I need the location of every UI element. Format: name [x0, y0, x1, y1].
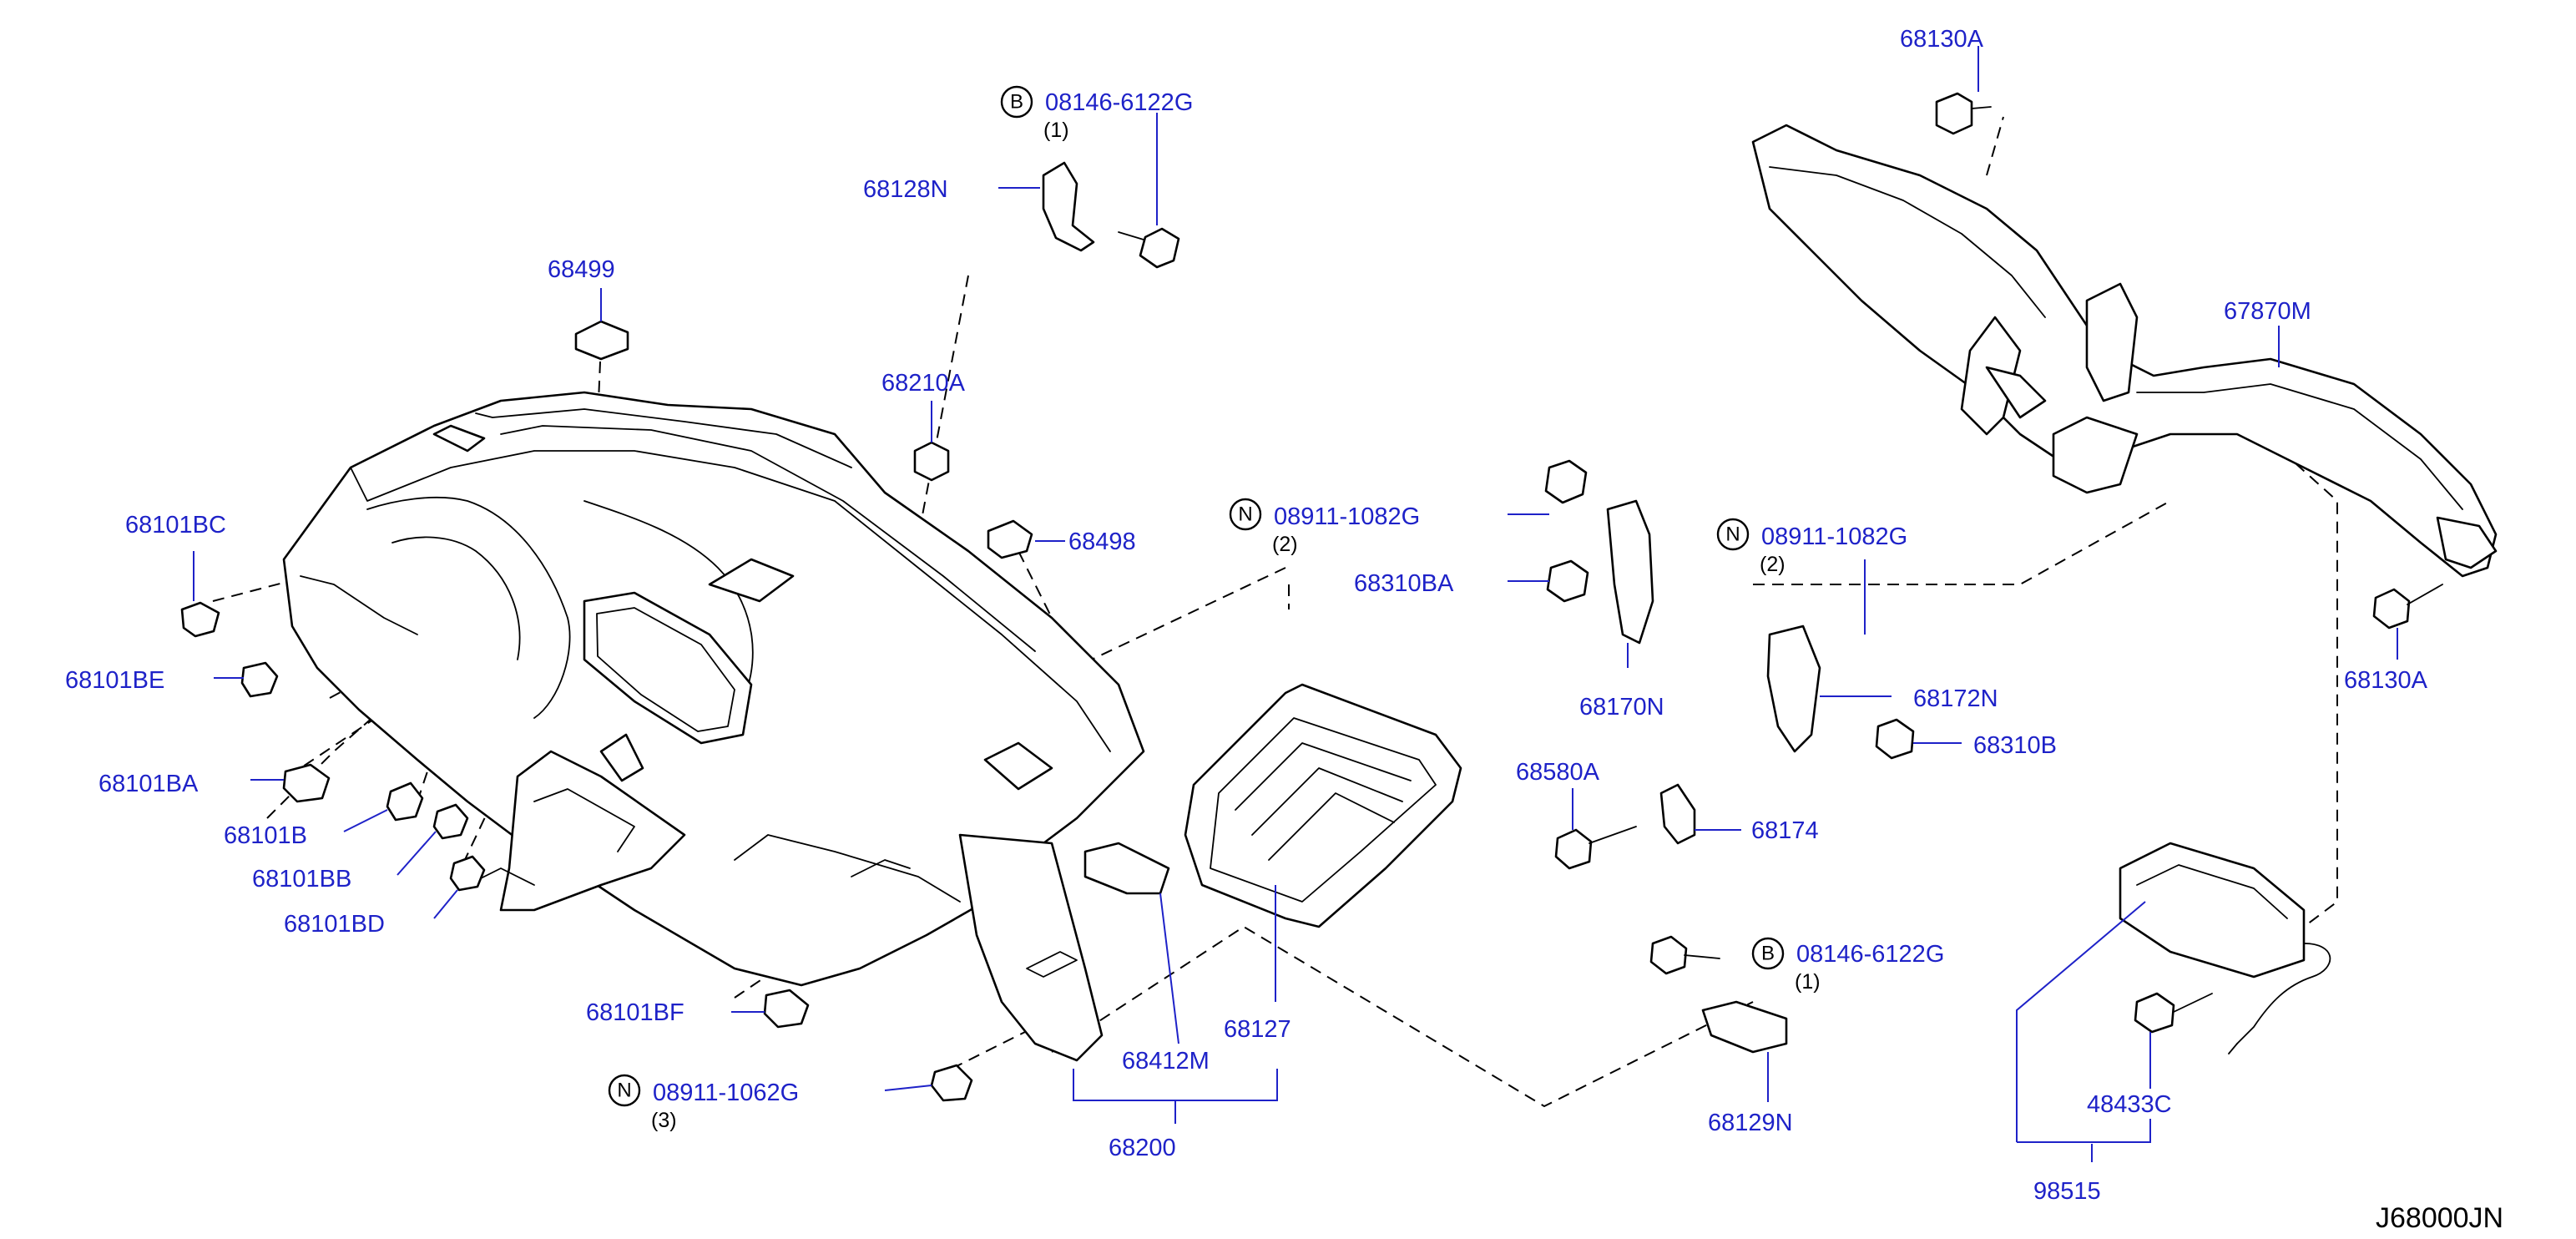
label-68310b: 68310B	[1973, 732, 2057, 759]
qty-08911-1082g-b: (2)	[1760, 553, 1786, 576]
bracket-68129n	[1701, 1000, 1788, 1054]
nut-symbol-c: N	[608, 1074, 641, 1107]
label-68499: 68499	[548, 256, 615, 283]
label-08146-6122g-bottom: 08146-6122G	[1796, 941, 1944, 968]
bracket-68172n	[1766, 625, 1821, 753]
label-68101bd: 68101BD	[284, 911, 385, 938]
label-68130a-top: 68130A	[1900, 26, 1984, 53]
label-68101b: 68101B	[224, 822, 307, 849]
label-68127: 68127	[1224, 1016, 1291, 1043]
nut-symbol-b: N	[1716, 518, 1750, 551]
bolt-48433c	[2134, 992, 2213, 1034]
label-67870m: 67870M	[2224, 298, 2311, 325]
svg-text:N: N	[617, 1080, 631, 1102]
label-68210a: 68210A	[881, 370, 966, 397]
clip-68101bf	[763, 989, 810, 1029]
part-labels: 68130A 08146-6122G (1) 68128N 68499 6821…	[65, 26, 2428, 1205]
bracket-68174	[1659, 783, 1696, 845]
svg-text:B: B	[1761, 943, 1775, 965]
leader-lines	[193, 46, 2398, 1162]
nut-08911-1062g	[930, 1064, 973, 1102]
label-08911-1082g-b: 08911-1082G	[1761, 523, 1907, 550]
label-68101bf: 68101BF	[586, 999, 684, 1026]
svg-text:N: N	[1238, 503, 1252, 526]
nut-symbol-a: N	[1229, 498, 1262, 531]
label-68128n: 68128N	[863, 176, 948, 203]
bracket-68412m	[1083, 842, 1170, 895]
label-68129n: 68129N	[1708, 1110, 1793, 1136]
clip-68210a	[913, 441, 950, 482]
label-98515: 98515	[2033, 1178, 2101, 1205]
clip-68498	[987, 519, 1033, 559]
nut-68310ba	[1546, 559, 1589, 603]
label-68101bb: 68101BB	[252, 866, 351, 893]
label-68172n: 68172N	[1913, 685, 1998, 712]
bracket-68128n	[1042, 161, 1095, 252]
label-68170n: 68170N	[1579, 694, 1664, 721]
bolt-symbol-bottom: B	[1751, 937, 1785, 970]
label-68580a: 68580A	[1516, 759, 1600, 786]
label-68412m: 68412M	[1122, 1048, 1210, 1075]
qty-08146-6122g-bottom: (1)	[1795, 970, 1821, 994]
symbol-circles: B N N N B	[608, 85, 1785, 1107]
label-68101ba: 68101BA	[98, 771, 199, 797]
label-68498: 68498	[1068, 528, 1136, 555]
label-68130a-right: 68130A	[2344, 667, 2428, 694]
qty-08911-1062g: (3)	[651, 1109, 677, 1132]
clip-68499	[574, 320, 629, 361]
nut-68310b	[1875, 718, 1915, 760]
label-48433c: 48433C	[2087, 1091, 2172, 1118]
label-68174: 68174	[1751, 817, 1819, 844]
screw-68580a	[1554, 826, 1637, 870]
bolt-08146-bottom	[1649, 935, 1720, 975]
svg-text:N: N	[1725, 523, 1740, 546]
label-08911-1082g-a: 08911-1082G	[1274, 503, 1420, 530]
nut-08911-1082g-a	[1544, 459, 1588, 504]
clip-68101bc	[180, 601, 220, 638]
bolt-08146-top	[1118, 227, 1180, 269]
clip-68101ba	[282, 763, 331, 803]
duct-68127-drawing	[1184, 683, 1462, 928]
bolt-68130a-top	[1935, 92, 1992, 135]
bracket-68170n	[1606, 499, 1654, 645]
diagram-reference-code: J68000JN	[2376, 1202, 2503, 1234]
clip-68101bd	[449, 855, 486, 892]
label-68310ba: 68310BA	[1354, 570, 1454, 597]
svg-text:B: B	[1010, 91, 1023, 114]
label-68200: 68200	[1109, 1135, 1176, 1161]
label-08146-6122g-top: 08146-6122G	[1045, 89, 1193, 116]
instrument-panel-drawing	[282, 391, 1145, 1062]
clip-68101bb	[432, 803, 469, 840]
clip-68101be	[240, 661, 279, 698]
label-08911-1062g: 08911-1062G	[653, 1080, 799, 1106]
small-parts-drawings	[180, 92, 2443, 1102]
qty-08146-6122g-top: (1)	[1043, 119, 1069, 142]
steering-member-67870m-drawing	[1751, 124, 2498, 578]
bolt-68130a-right	[2372, 584, 2443, 630]
clip-68101b	[386, 781, 424, 822]
label-68101bc: 68101BC	[125, 512, 226, 539]
bolt-symbol-top: B	[1000, 85, 1033, 119]
label-68101be: 68101BE	[65, 667, 164, 694]
airbag-module-98515	[2119, 842, 2331, 1054]
qty-08911-1082g-a: (2)	[1272, 533, 1298, 556]
